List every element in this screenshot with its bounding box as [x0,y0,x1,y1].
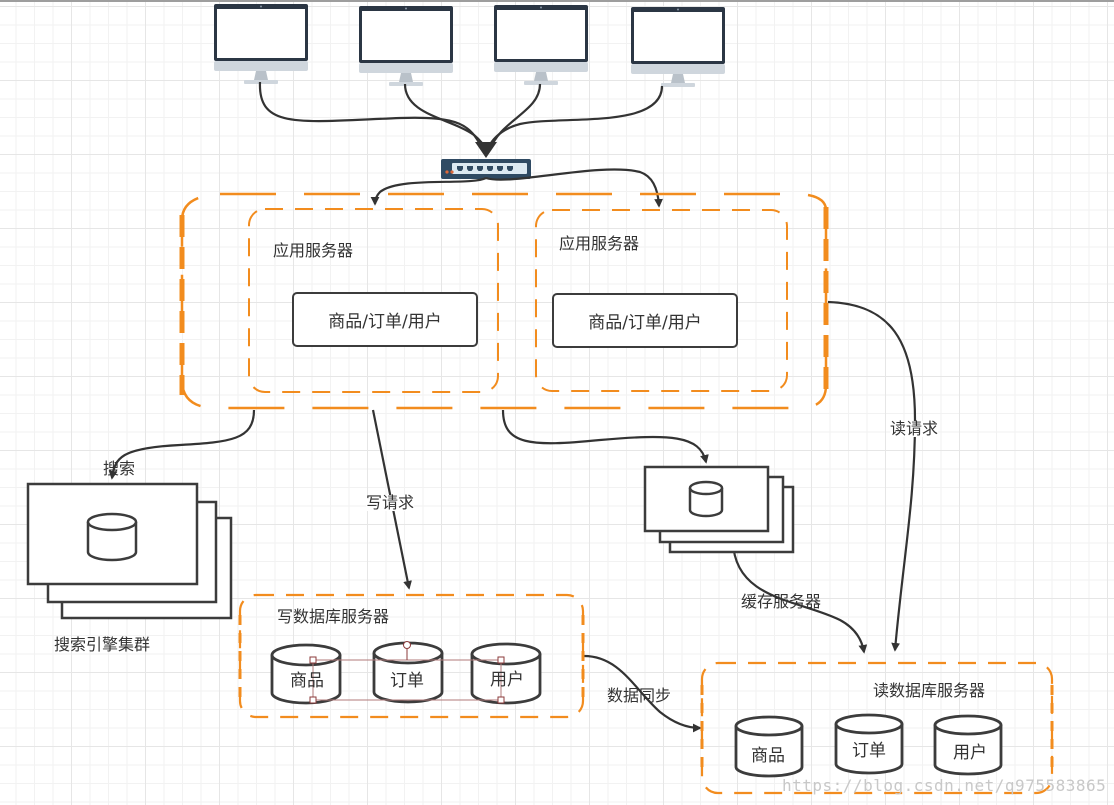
watermark-text: https://blog.csdn.net/q975583865 [782,776,1107,795]
app-server-2-boundary [535,209,788,392]
data-sync-connector [583,654,702,733]
cache-read-connector [731,541,868,654]
write-request-label: 写请求 [366,493,415,512]
database-icon [734,715,804,778]
monitor-icon [214,4,308,84]
connector-line [487,85,664,149]
write-db-tables [270,641,542,705]
write-db-table-users: 用户 [490,670,524,690]
app-server-1-module[interactable]: 商品/订单/用户 [292,292,478,347]
database-icon [688,480,724,518]
monitor-icon [359,6,453,86]
app-cluster-boundary [180,192,828,410]
app-server-1-title: 应用服务器 [273,241,354,260]
connector-line [488,83,542,151]
read-request-connector [827,300,917,652]
read-db-title: 读数据库服务器 [873,681,986,700]
monitor-icon [494,5,588,85]
data-sync-label: 数据同步 [607,686,672,705]
write-db-boundary [238,593,585,719]
read-db-table-products: 商品 [751,746,785,766]
resize-handle[interactable] [497,656,505,664]
resize-handle[interactable] [497,696,505,704]
arrowhead [475,142,497,158]
write-db-title: 写数据库服务器 [277,607,390,626]
switch-connections [370,168,664,208]
app-server-2-title: 应用服务器 [559,234,640,253]
connector-line [485,168,664,208]
rotate-handle[interactable] [403,641,411,649]
client-connections [258,81,664,151]
cache-server-cluster [643,465,795,554]
database-icon [933,714,1003,776]
search-cluster-label: 搜索引擎集群 [54,635,151,654]
search-edge-label: 搜索 [103,459,136,478]
database-icon [372,641,444,704]
write-db-table-orders: 订单 [390,671,424,691]
read-request-label: 读请求 [890,419,939,438]
resize-handle[interactable] [309,656,317,664]
network-switch-icon [441,159,531,179]
resize-handle[interactable] [309,696,317,704]
connector-line [258,81,483,149]
read-db-tables [734,713,1003,778]
read-db-table-orders: 订单 [852,741,886,761]
read-db-table-users: 用户 [953,743,987,763]
app-server-2-module[interactable]: 商品/订单/用户 [552,293,738,348]
write-db-table-products: 商品 [290,671,324,691]
cache-connector [501,409,709,464]
app-server-1-boundary [248,208,499,393]
search-engine-cluster [26,482,233,620]
search-connector [108,409,256,480]
database-icon [834,713,904,775]
database-icon [270,643,342,705]
monitor-icon [631,7,725,87]
canvas-top-border [0,0,1114,2]
cache-server-label: 缓存服务器 [741,592,822,611]
connector-line [370,176,487,206]
database-icon [470,642,542,705]
selection-box [309,641,505,704]
database-icon [86,512,138,562]
